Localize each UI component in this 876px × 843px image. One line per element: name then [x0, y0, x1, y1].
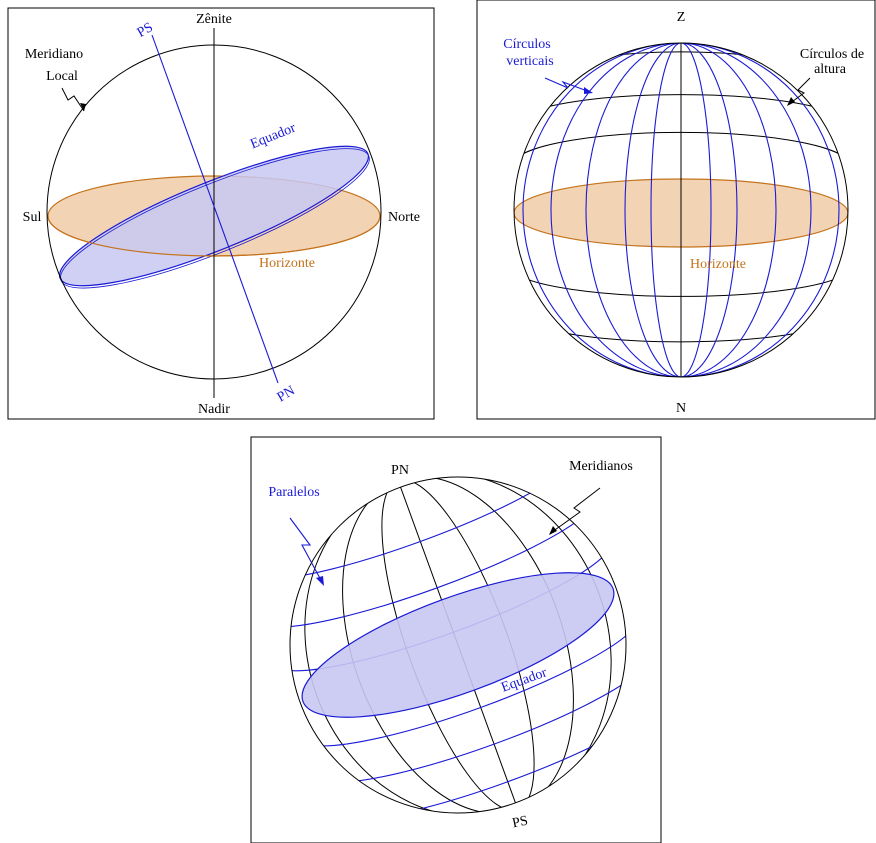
- equator-disk: [301, 572, 615, 718]
- panel-horizon-equator: Zênite Nadir PS PN Meridiano Local Equad…: [7, 7, 435, 420]
- equator-label: Equador: [248, 121, 298, 153]
- panel-equatorial-coordinates: PN PS Paralelos Meridianos Equador: [250, 436, 662, 843]
- meridian-pointer: [61, 87, 85, 112]
- south-label: Sul: [23, 210, 42, 225]
- north-label: Norte: [388, 210, 420, 225]
- vertical-circles: [522, 43, 840, 377]
- panel-1-frame: [7, 7, 435, 420]
- zenith-label: Z: [677, 10, 686, 25]
- meridians-pointer: [551, 487, 601, 533]
- meridians-label: Meridianos: [569, 459, 633, 474]
- celestial-sphere: [289, 476, 627, 814]
- north-pole-label: PN: [391, 463, 409, 478]
- altitude-circles-label-line2: altura: [814, 62, 847, 77]
- vertical-circles-pointer: [544, 77, 591, 93]
- nadir-label: N: [676, 401, 686, 416]
- meridian-label-line2: Local: [46, 69, 78, 84]
- south-pole-label: PS: [511, 814, 529, 832]
- vertical-circles-label-line1: Círculos: [503, 37, 550, 52]
- north-pole-label: PN: [275, 383, 298, 405]
- parallels-pointer: [289, 517, 323, 583]
- meridian-label-line1: Meridiano: [25, 47, 83, 62]
- altitude-circles-label-line1: Círculos de: [800, 47, 864, 62]
- altitude-circles-pointer: [788, 77, 811, 105]
- panel-2-frame: [476, 0, 876, 420]
- parallels-label: Paralelos: [268, 485, 319, 500]
- south-pole-label: PS: [135, 20, 156, 41]
- panel-horizontal-coordinates: Z N Círculos verticais Círculos de altur…: [476, 0, 876, 420]
- nadir-label: Nadir: [198, 402, 230, 417]
- horizon-label: Horizonte: [259, 256, 315, 271]
- panel-3-frame: [250, 436, 662, 843]
- polar-axis: [151, 34, 279, 384]
- horizon-label: Horizonte: [690, 257, 746, 272]
- zenith-label: Zênite: [196, 12, 232, 27]
- vertical-circles-label-line2: verticais: [506, 54, 553, 69]
